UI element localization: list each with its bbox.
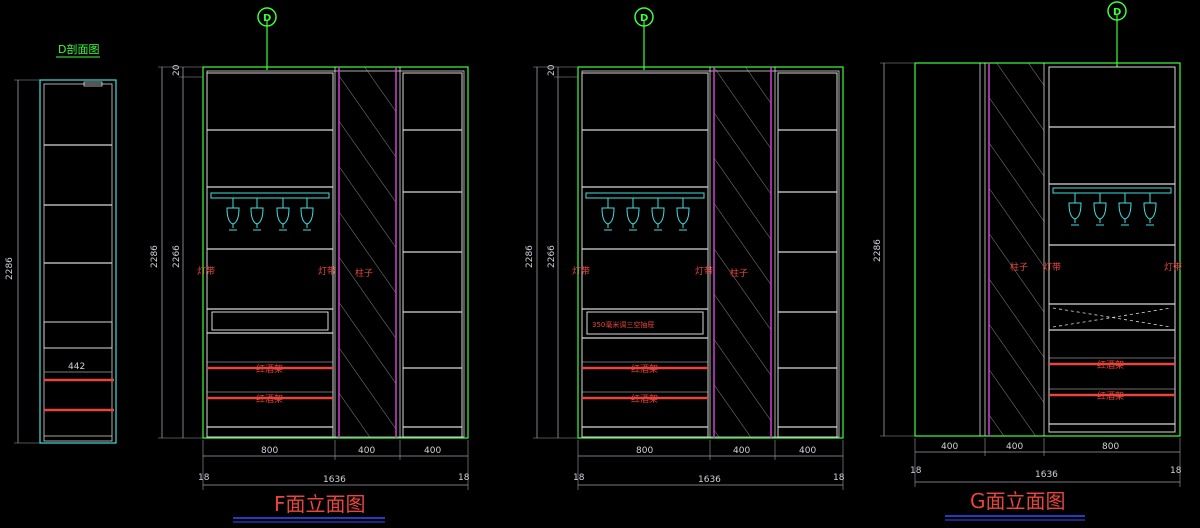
f2-left-cabinet [581,72,709,438]
side-height-label: 2286 [5,257,15,280]
f2-outer-frame [577,66,844,439]
f2-pillar-hatch [714,67,771,438]
g-edge-right: 18 [1170,466,1182,476]
f1-led-left-label: 灯带 [197,266,215,277]
g-pillar-hatch [989,63,1044,436]
f1-right-cabinet [402,72,463,438]
f1-rack2-label: 红酒架 [256,393,283,405]
f1-seg-left: 800 [261,446,278,456]
f1-seg-mid: 400 [358,446,375,456]
f1-drawer [211,311,329,331]
f1-outer-frame [202,66,469,439]
f2-rack2-label: 红酒架 [631,393,658,405]
g-led-a-label: 灯带 [1043,262,1061,273]
f2-rack1-label: 红酒架 [631,363,658,375]
f2-glass-rack [585,192,705,231]
f1-total: 1636 [323,475,346,485]
g-seg-a: 400 [941,442,958,452]
f2-top-gap: 20 [547,64,557,76]
f2-led-right-label: 灯带 [695,266,713,277]
f2-right-cabinet [777,72,838,438]
f1-pillar-hatch [339,67,396,438]
section-marker-f2 [634,7,654,27]
f2-total: 1636 [698,475,721,485]
g-height: 2286 [873,239,883,262]
section-marker-f2-letter: D [640,13,648,24]
section-marker-g [1107,1,1127,21]
g-rack1-label: 红酒架 [1097,359,1124,371]
g-rack2-label: 红酒架 [1097,390,1124,402]
side-width-label: 442 [68,362,85,372]
f1-edge-left: 18 [198,473,210,483]
f2-edge-right: 18 [833,473,845,483]
f2-edge-left: 18 [573,473,585,483]
f2-drawer [586,311,704,335]
section-marker-f1-letter: D [263,13,271,24]
side-section-view: D剖面图 442 2286 [5,42,117,444]
f2-pillar-label: 柱子 [730,267,748,279]
f2-seg-right: 400 [799,446,816,456]
f2-height-outer: 2286 [525,245,535,268]
g-right-shelves [1049,126,1175,425]
elevation-f2: D 350毫米调三空抽屉 红酒架 红酒架 灯带 灯带 [525,7,845,490]
side-cabinet-outline [39,79,117,444]
side-drawer [43,321,113,349]
section-marker-g-letter: D [1113,7,1121,18]
g-edge-left: 18 [910,466,922,476]
g-pillar-label: 柱子 [1010,261,1028,273]
g-total: 1636 [1035,470,1058,480]
section-title: D剖面图 [58,42,99,56]
g-drawer-cross [1052,307,1172,328]
g-seg-c: 800 [1102,442,1119,452]
f2-led-left-label: 灯带 [572,266,590,277]
section-marker-f1 [257,7,277,27]
f2-drawer-note: 350毫米调三空抽屉 [592,320,654,329]
g-right-cabinet [1048,66,1176,433]
f1-left-shelves [207,129,333,428]
f1-title: F面立面图 [274,492,366,516]
g-led-b-label: 灯带 [1164,262,1182,273]
g-glass-rack [1052,187,1172,226]
f1-edge-right: 18 [458,473,470,483]
f2-seg-mid: 400 [733,446,750,456]
side-top-cap [83,81,103,87]
elevation-f1: D 红酒架 红酒架 灯带 灯带 [150,7,470,523]
f2-right-shelves [778,129,837,428]
f2-left-shelves [582,129,708,428]
f1-glass-rack [210,192,330,231]
f1-height-inner: 2266 [172,245,182,268]
f1-top-gap: 20 [172,64,182,76]
f1-led-right-label: 灯带 [318,266,336,277]
f1-left-cabinet [206,72,334,438]
g-seg-b: 400 [1006,442,1023,452]
f1-pillar-label: 柱子 [355,267,373,279]
f1-height-outer: 2286 [150,245,160,268]
g-title: G面立面图 [970,489,1066,513]
f2-height-inner: 2266 [547,245,557,268]
g-outer-frame [914,62,1181,437]
f1-rack1-label: 红酒架 [256,363,283,375]
f1-right-shelves [403,129,462,428]
side-shelves [44,144,112,264]
elevation-g: D 柱子 [873,1,1182,521]
f1-seg-right: 400 [424,446,441,456]
f2-seg-left: 800 [636,446,653,456]
